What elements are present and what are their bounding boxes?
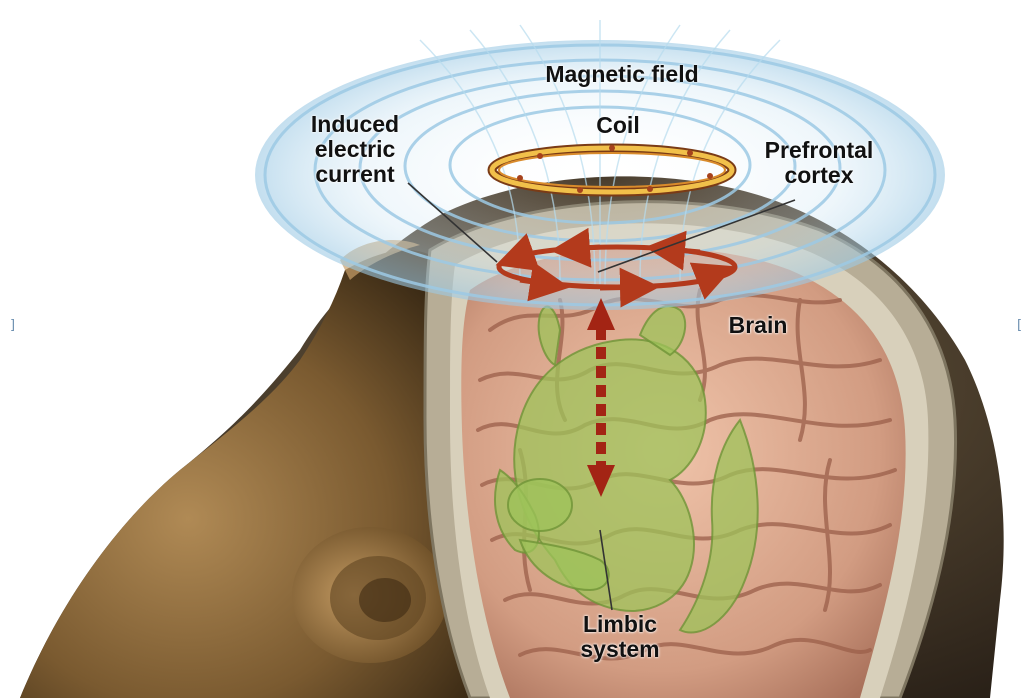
label-brain: Brain [718,313,798,338]
label-limbic-system: Limbic system [565,612,675,662]
label-magnetic-field: Magnetic field [522,62,722,87]
label-coil: Coil [578,113,658,138]
label-induced-current: Induced electric current [290,112,420,187]
ear [292,527,448,663]
left-edge-mark: ] [10,318,15,333]
right-edge-mark: [ [1017,318,1022,333]
label-prefrontal-cortex: Prefrontal cortex [744,138,894,188]
